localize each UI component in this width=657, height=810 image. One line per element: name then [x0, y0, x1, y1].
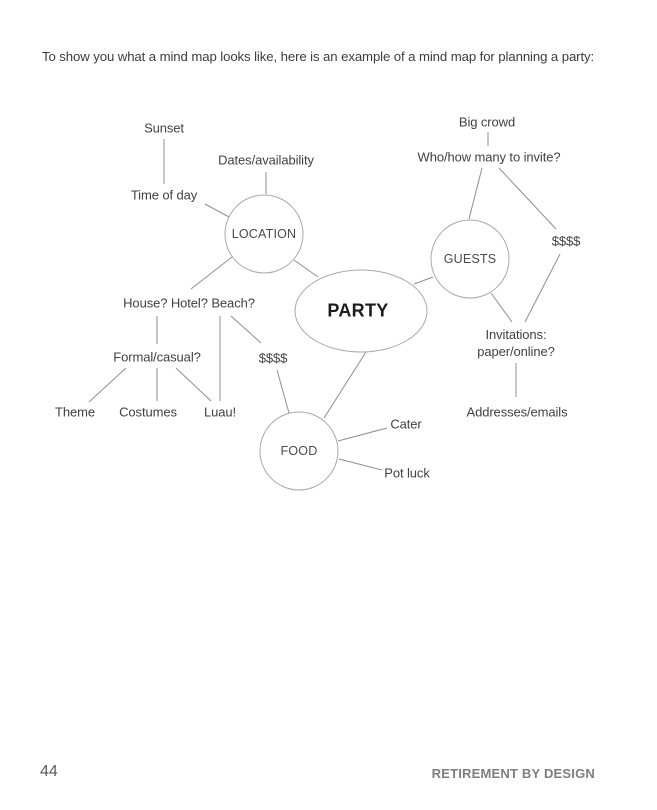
label-dates-availability: Dates/availability [218, 152, 314, 168]
label-sunset: Sunset [144, 120, 184, 136]
edge-party-guests [413, 276, 434, 285]
edge-location-party [293, 259, 319, 278]
label-theme: Theme [55, 404, 95, 420]
label-budget-guests: $$$$ [551, 233, 581, 249]
label-big-crowd: Big crowd [458, 114, 516, 130]
diagram-shapes [224, 194, 510, 491]
label-invitations: Invitations: paper/online? [477, 326, 555, 359]
edge-time_of_day-location [204, 203, 230, 218]
edge-budget_guests-invitations [524, 253, 561, 323]
label-costumes: Costumes [119, 404, 177, 420]
label-time-of-day: Time of day [130, 187, 198, 203]
edge-guests-invitations [490, 292, 513, 323]
edge-formal_casual-theme [88, 367, 127, 403]
edge-who_how_many-guests [468, 167, 483, 220]
diagram-edges [88, 132, 561, 471]
edge-budget_location-food [276, 369, 290, 414]
label-budget-location: $$$$ [258, 350, 288, 366]
label-house-hotel-beach: House? Hotel? Beach? [123, 295, 255, 311]
edge-house_hotel_beach-budget_location [230, 315, 262, 344]
node-food-label: FOOD [280, 444, 318, 458]
book-title: RETIREMENT BY DESIGN [431, 766, 595, 781]
shape-party [294, 269, 428, 353]
page-number: 44 [40, 763, 58, 780]
edge-formal_casual-luau [175, 367, 212, 402]
edge-party-food [323, 351, 367, 419]
label-addresses-emails: Addresses/emails [466, 404, 568, 420]
label-formal-casual: Formal/casual? [113, 349, 201, 365]
node-guests-label: GUESTS [443, 252, 497, 266]
edge-location-house_hotel_beach [190, 256, 233, 290]
label-cater: Cater [390, 416, 422, 432]
edge-food-cater [337, 427, 388, 442]
label-who-how-many: Who/how many to invite? [417, 149, 561, 165]
node-party-label: PARTY [327, 300, 389, 321]
label-pot-luck: Pot luck [384, 465, 430, 481]
shape-guests [430, 219, 510, 299]
edge-food-pot_luck [338, 458, 383, 471]
edge-who_how_many-budget_guests [498, 167, 557, 230]
shape-location [224, 194, 304, 274]
intro-text: To show you what a mind map looks like, … [42, 49, 595, 64]
label-luau: Luau! [203, 404, 237, 420]
shape-food [259, 411, 339, 491]
node-location-label: LOCATION [231, 227, 297, 241]
